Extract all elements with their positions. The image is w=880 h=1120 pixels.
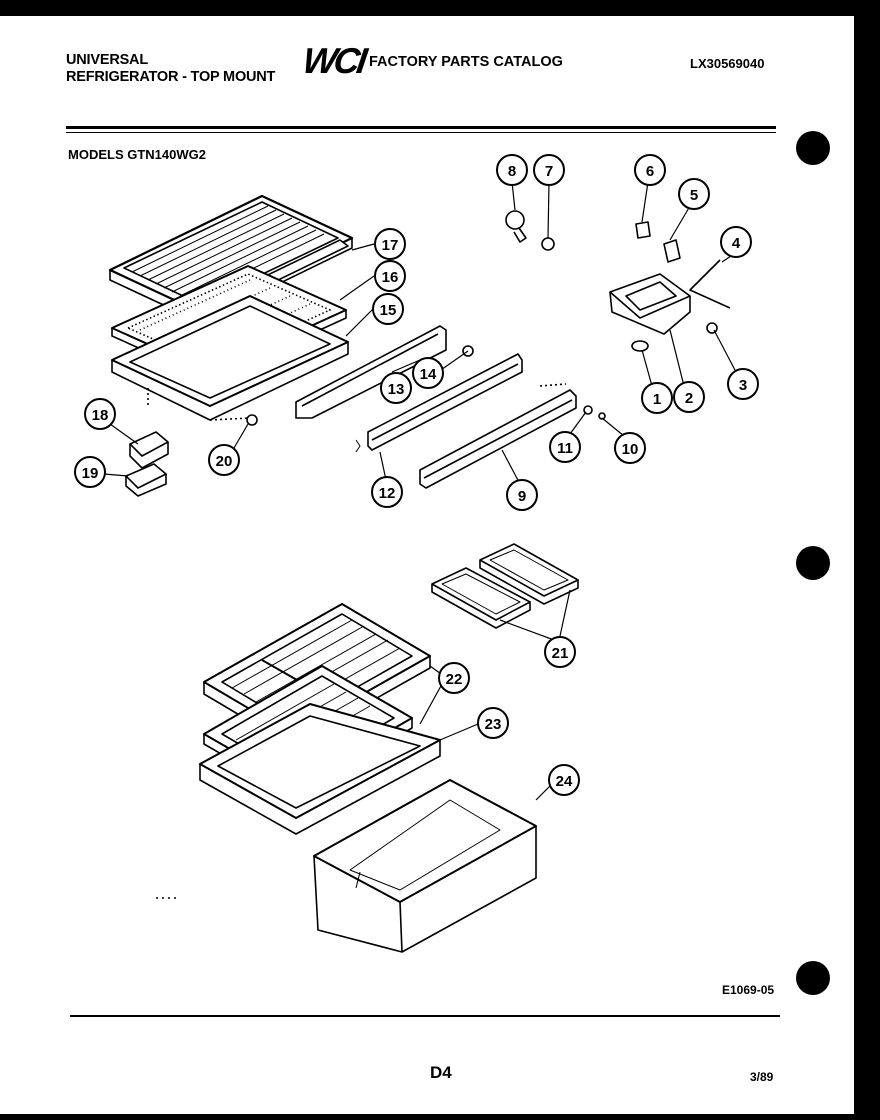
callout-9: 9 bbox=[506, 479, 538, 511]
svg-text:6: 6 bbox=[646, 163, 654, 180]
svg-text:1: 1 bbox=[653, 391, 661, 408]
wire-part bbox=[689, 259, 731, 309]
callout-5: 5 bbox=[678, 178, 710, 210]
svg-text:10: 10 bbox=[622, 441, 639, 458]
callout-21: 21 bbox=[544, 636, 576, 668]
figure-reference: E1069-05 bbox=[722, 983, 775, 997]
svg-text:23: 23 bbox=[485, 716, 502, 733]
svg-text:24: 24 bbox=[556, 773, 573, 790]
callout-4: 4 bbox=[720, 226, 752, 258]
svg-text:12: 12 bbox=[379, 485, 396, 502]
bottom-border bbox=[0, 1114, 880, 1120]
screw-part bbox=[583, 405, 593, 415]
svg-text:3: 3 bbox=[739, 377, 747, 394]
svg-text:18: 18 bbox=[92, 407, 109, 424]
svg-text:16: 16 bbox=[382, 269, 399, 286]
top-border bbox=[0, 0, 880, 16]
callout-20: 20 bbox=[208, 444, 240, 476]
brand-line-1: UNIVERSAL bbox=[66, 52, 148, 68]
binder-hole-middle bbox=[796, 546, 830, 580]
screw-small-part bbox=[706, 322, 718, 334]
grommet-part bbox=[631, 340, 649, 352]
ice-tray-back-part bbox=[479, 543, 579, 605]
catalog-title: FACTORY PARTS CATALOG bbox=[369, 54, 563, 70]
callout-2: 2 bbox=[673, 381, 705, 413]
svg-text:22: 22 bbox=[446, 671, 463, 688]
catalog-code: LX30569040 bbox=[690, 56, 765, 71]
binder-hole-top bbox=[796, 131, 830, 165]
svg-text:11: 11 bbox=[557, 440, 573, 457]
svg-text:4: 4 bbox=[732, 235, 741, 252]
binder-hole-bottom bbox=[796, 961, 830, 995]
svg-text:5: 5 bbox=[690, 187, 698, 204]
callout-22: 22 bbox=[438, 662, 470, 694]
callout-16: 16 bbox=[374, 260, 406, 292]
svg-text:2: 2 bbox=[685, 390, 693, 407]
svg-text:9: 9 bbox=[518, 488, 526, 505]
cap-part bbox=[541, 237, 555, 251]
svg-text:14: 14 bbox=[420, 366, 437, 383]
callout-18: 18 bbox=[84, 398, 116, 430]
models-label: MODELS GTN140WG2 bbox=[68, 147, 206, 162]
ice-tray-front-part bbox=[431, 567, 531, 629]
callout-3: 3 bbox=[727, 368, 759, 400]
callout-15: 15 bbox=[372, 293, 404, 325]
callout-17: 17 bbox=[374, 228, 406, 260]
callout-11: 11 bbox=[549, 431, 581, 463]
callout-1: 1 bbox=[641, 382, 673, 414]
nut-part bbox=[462, 345, 474, 357]
svg-text:15: 15 bbox=[380, 302, 397, 319]
brand-line-2: REFRIGERATOR - TOP MOUNT bbox=[66, 69, 276, 85]
svg-text:7: 7 bbox=[545, 163, 553, 180]
catalog-date: 3/89 bbox=[750, 1070, 774, 1084]
housing-part bbox=[609, 273, 691, 319]
svg-text:20: 20 bbox=[216, 453, 233, 470]
svg-text:17: 17 bbox=[382, 237, 399, 254]
callout-19: 19 bbox=[74, 456, 106, 488]
knob-part bbox=[635, 221, 651, 239]
callout-24: 24 bbox=[548, 764, 580, 796]
svg-text:8: 8 bbox=[508, 163, 516, 180]
callout-23: 23 bbox=[477, 707, 509, 739]
svg-text:19: 19 bbox=[82, 465, 99, 482]
bulb-part bbox=[505, 210, 525, 230]
callout-10: 10 bbox=[614, 432, 646, 464]
lamp-cover-part bbox=[125, 463, 167, 489]
switch-part bbox=[663, 239, 681, 263]
header-rule-thin bbox=[66, 132, 776, 133]
page-number: D4 bbox=[430, 1063, 452, 1082]
right-border bbox=[854, 0, 880, 1120]
callout-labels: 17 16 15 13 14 12 9 11 10 8 7 6 5 4 3 2 … bbox=[74, 154, 759, 796]
callout-6: 6 bbox=[634, 154, 666, 186]
callout-13: 13 bbox=[380, 372, 412, 404]
svg-text:21: 21 bbox=[552, 645, 569, 662]
svg-text:13: 13 bbox=[388, 381, 405, 398]
callout-8: 8 bbox=[496, 154, 528, 186]
callout-7: 7 bbox=[533, 154, 565, 186]
brand-title: UNIVERSAL REFRIGERATOR - TOP MOUNT bbox=[66, 52, 275, 86]
callout-14: 14 bbox=[412, 357, 444, 389]
lamp-socket-part bbox=[129, 431, 169, 457]
header-rule bbox=[66, 126, 776, 129]
crisper-drawer-part bbox=[313, 779, 537, 953]
callout-12: 12 bbox=[371, 476, 403, 508]
washer-part bbox=[598, 412, 606, 420]
footer-rule bbox=[70, 1015, 780, 1017]
shelf-bottom-part bbox=[111, 295, 349, 421]
clip-part bbox=[246, 414, 258, 426]
